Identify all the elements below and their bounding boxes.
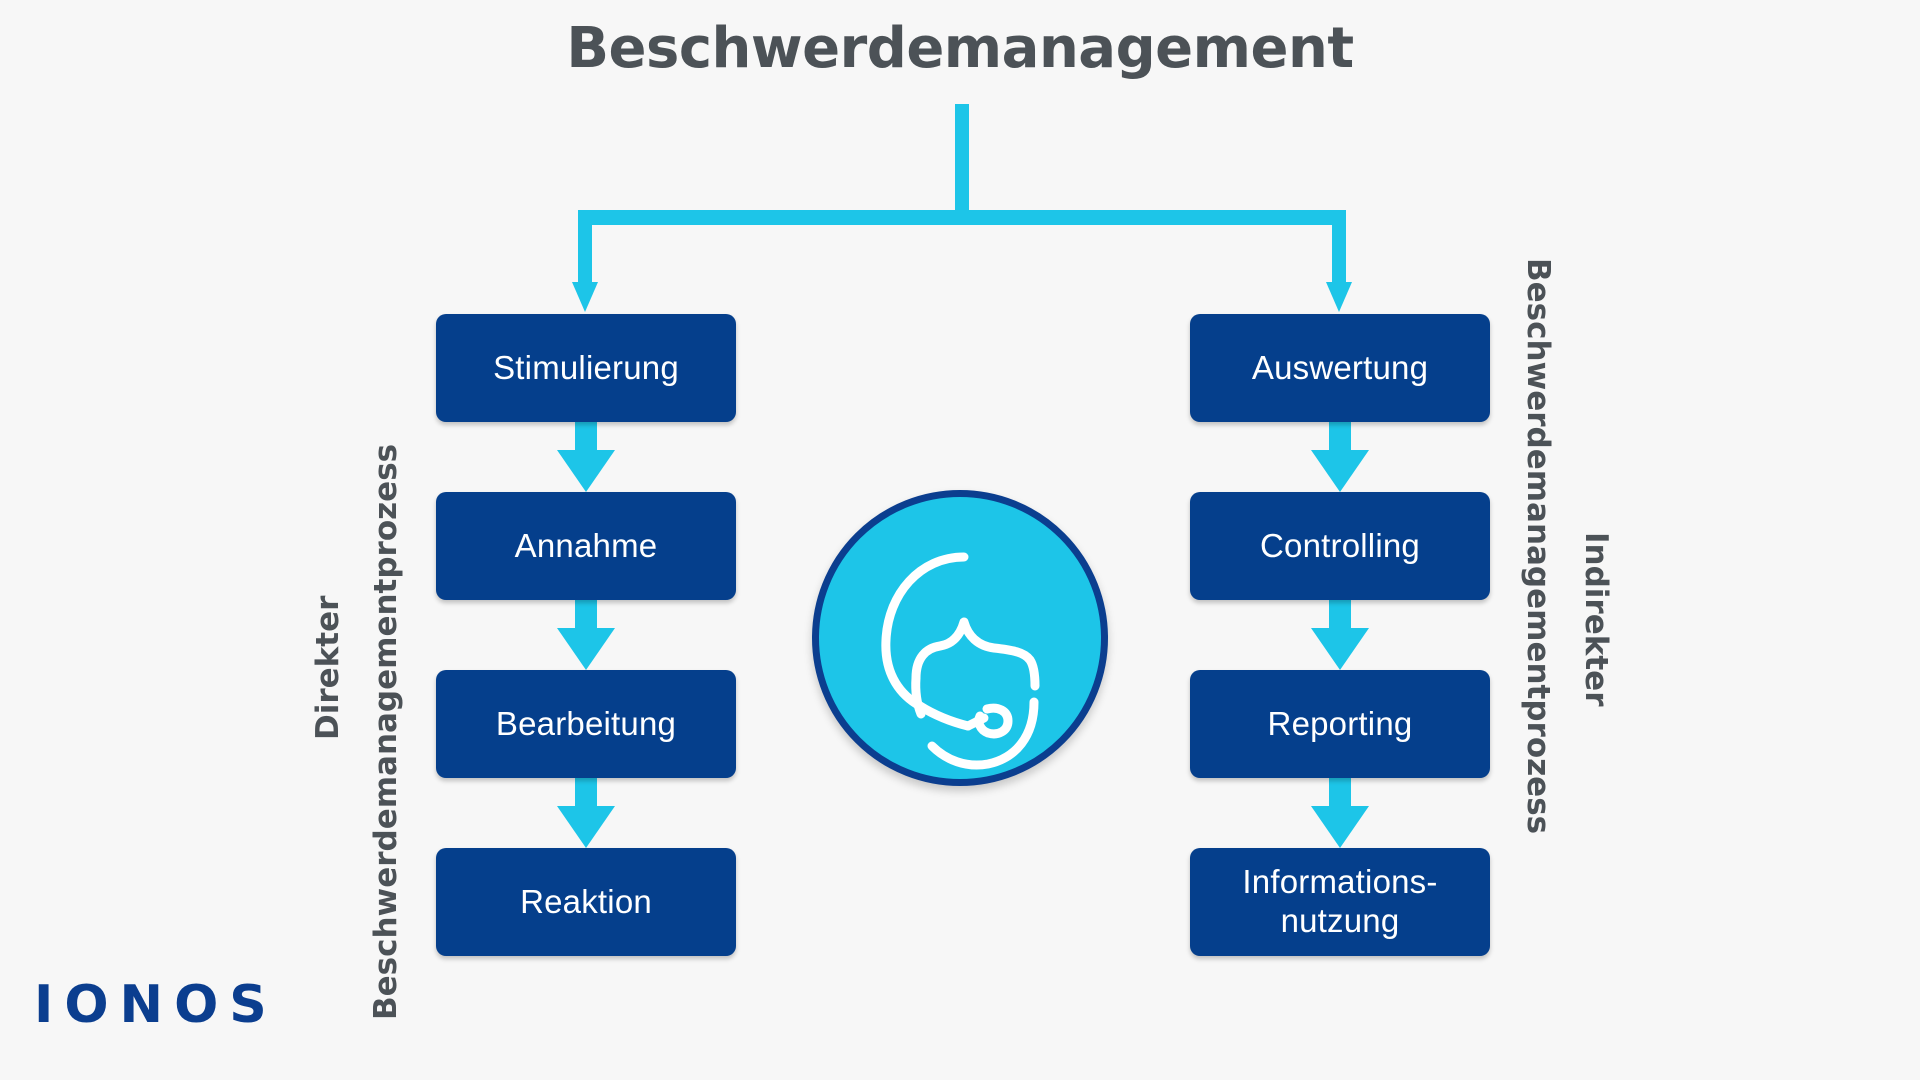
headset-support-icon [812,490,1108,786]
headband-arc [881,552,969,711]
head-silhouette [911,617,1040,691]
page-title: Beschwerdemanagement [566,16,1354,81]
node-reaktion[interactable]: Reaktion [436,848,736,956]
node-label: Bearbeitung [495,705,677,743]
mic-stem [963,713,989,731]
node-bearbeitung[interactable]: Bearbeitung [436,670,736,778]
node-label: Reaktion [520,883,652,921]
arrow-left-2-3 [557,600,615,670]
connector-right-drop [1332,210,1346,285]
node-stimulierung[interactable]: Stimulierung [436,314,736,422]
left-branch-label-sub: Direkter [310,595,346,740]
node-label: Stimulierung [493,349,679,387]
node-label-line2: nutzung [1280,902,1400,939]
head-left-drop [911,673,926,719]
node-auswertung[interactable]: Auswertung [1190,314,1490,422]
connector-top-stem [955,104,969,216]
lower-arc [927,697,1039,770]
node-label-line1: Informations- [1242,863,1438,901]
mic-mouthpiece [974,703,1013,739]
right-branch-label-sub: Indirekter [1578,532,1614,707]
boom-arm [915,701,973,731]
node-controlling[interactable]: Controlling [1190,492,1490,600]
node-label: Annahme [514,527,658,565]
ionos-logo: IONOS [34,975,278,1035]
connector-horizontal-bar [578,210,1346,225]
arrow-right-2-3 [1311,600,1369,670]
node-label-wrapper: Informations- nutzung [1242,863,1437,941]
right-branch-label-main: Beschwerdemanagementprozess [1520,258,1556,835]
arrowhead-right-top [1326,282,1352,312]
node-annahme[interactable]: Annahme [436,492,736,600]
connector-left-drop [578,210,592,285]
arrow-left-1-2 [557,422,615,492]
node-label: Reporting [1267,705,1413,743]
node-reporting[interactable]: Reporting [1190,670,1490,778]
arrowhead-left-top [572,282,598,312]
headset-icon-glyph [881,552,1040,770]
arrow-left-3-4 [557,778,615,848]
node-label: Controlling [1260,527,1420,565]
arrow-right-1-2 [1311,422,1369,492]
left-branch-label-main: Beschwerdemanagementprozess [368,443,404,1020]
arrow-right-3-4 [1311,778,1369,848]
node-informationsnutzung[interactable]: Informations- nutzung [1190,848,1490,956]
node-label: Auswertung [1251,349,1429,387]
